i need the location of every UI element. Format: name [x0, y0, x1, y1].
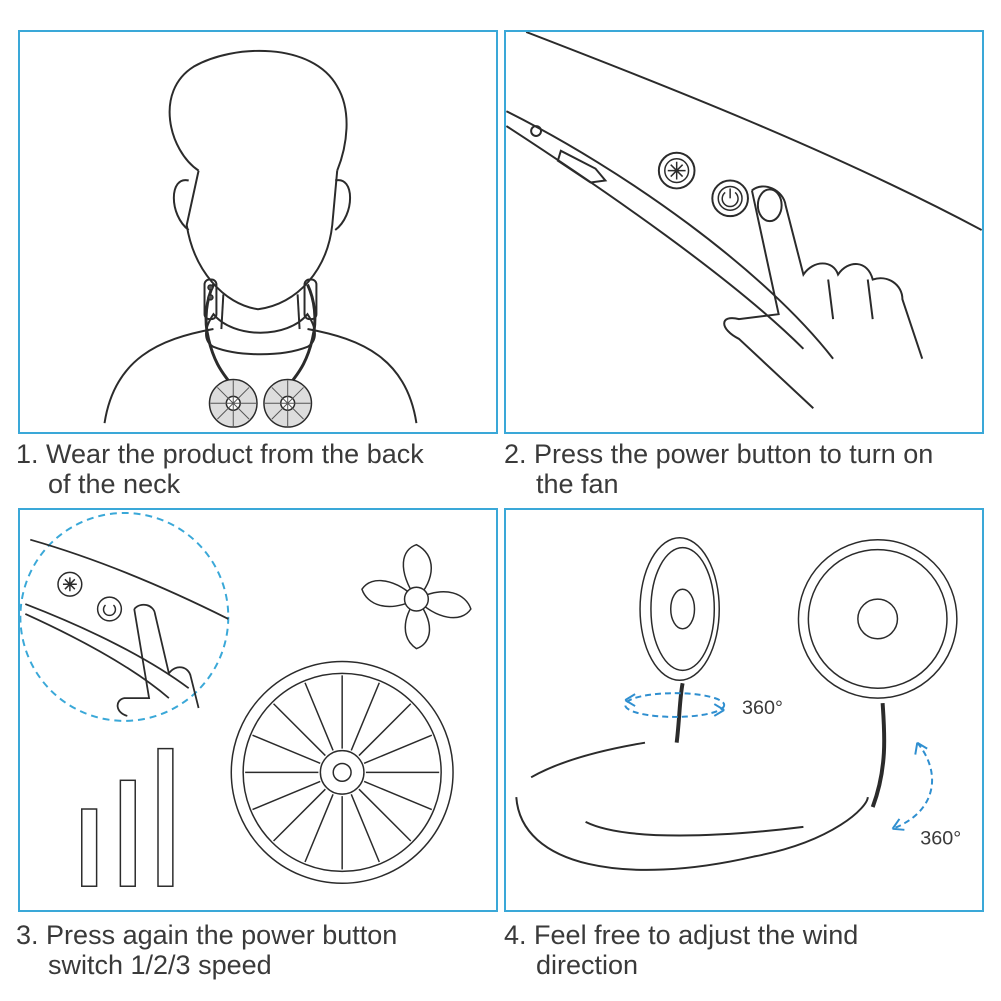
horizontal-rotate-arrow-icon [624, 692, 726, 718]
horizontal-rotation-label: 360° [742, 697, 783, 719]
fan-spoke [358, 788, 412, 842]
step-number: 4. [504, 920, 527, 950]
speed-bar-3 [157, 747, 174, 887]
fan-spoke [304, 794, 334, 863]
step-number: 1. [16, 439, 39, 469]
step4-caption: 4. Feel free to adjust the wind directio… [504, 920, 994, 980]
vertical-rotate-arrow-icon [891, 741, 934, 831]
step-number: 2. [504, 439, 527, 469]
step-text-line1: Press again the power button [46, 920, 398, 950]
step4-illustration: 360° 360° [504, 508, 984, 912]
person-wearing-fan-drawing [103, 49, 418, 428]
step1-illustration [18, 30, 498, 434]
step-text-line1: Wear the product from the back [46, 439, 424, 469]
fan-head-right [797, 538, 958, 699]
speed-bar-2 [119, 779, 136, 887]
step-text-line2: of the neck [48, 469, 181, 499]
step-text-line2: the fan [536, 469, 619, 499]
fan-spoke [363, 780, 433, 811]
step-text-line2: switch 1/2/3 speed [48, 950, 272, 980]
step-text-line2: direction [536, 950, 639, 980]
zoom-circle [20, 512, 230, 722]
speed-bars-icon [81, 747, 174, 887]
vertical-rotation-label: 360° [920, 828, 961, 850]
fan-spoke [350, 682, 380, 751]
fan-spoke [252, 780, 321, 811]
fan-head-large [230, 660, 454, 885]
fan-spoke [252, 734, 321, 764]
adjust-direction-drawing: 360° 360° [515, 536, 961, 871]
fan-heads [208, 378, 313, 428]
fan-mode-icon [657, 151, 696, 190]
fan-spoke [273, 788, 326, 842]
press-power-drawing [506, 32, 982, 409]
step1-caption: 1. Wear the product from the back of the… [16, 439, 496, 499]
step-text-line1: Feel free to adjust the wind [534, 920, 859, 950]
step-text-line1: Press the power button to turn on [534, 439, 934, 469]
fan-spoke [273, 703, 326, 757]
speed-bar-1 [81, 808, 98, 887]
speed-switch-drawing [20, 512, 472, 887]
fan-spoke [363, 734, 433, 764]
power-icon [96, 596, 123, 622]
power-icon [711, 179, 749, 218]
fan-spoke [350, 794, 380, 863]
step-number: 3. [16, 920, 39, 950]
step3-illustration [18, 508, 498, 912]
step3-caption: 3. Press again the power button switch 1… [16, 920, 496, 980]
fan-blade-icon [361, 543, 472, 650]
step2-caption: 2. Press the power button to turn on the… [504, 439, 994, 499]
fan-spoke [304, 682, 334, 751]
fan-head-left [639, 536, 720, 682]
step2-illustration [504, 30, 984, 434]
fan-spoke [358, 703, 412, 757]
fan-mode-icon [57, 571, 83, 597]
